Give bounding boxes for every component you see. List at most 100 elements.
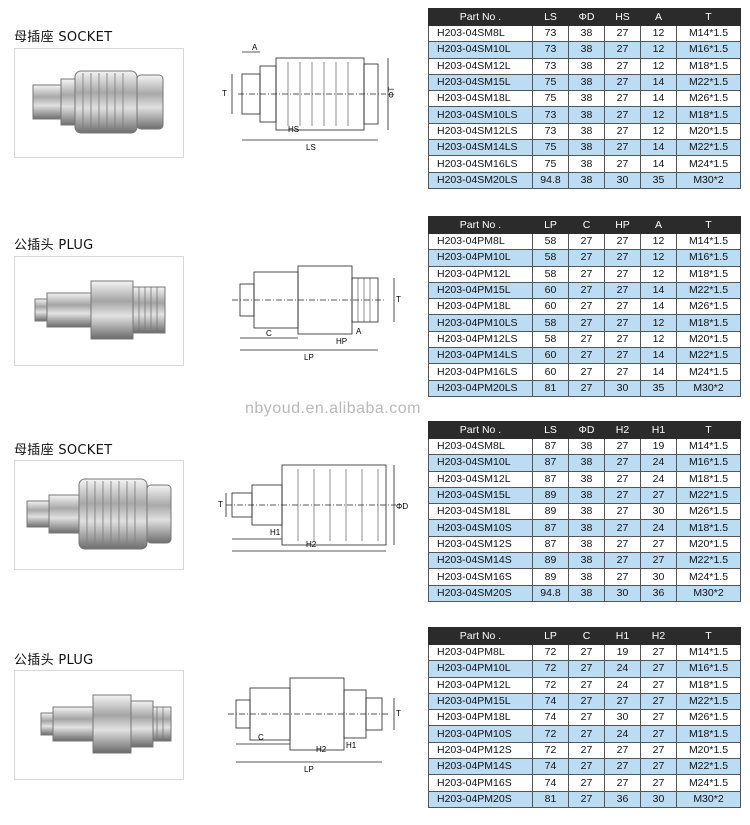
value-cell: 89 <box>532 568 569 586</box>
part-number-cell: H203-04PM12L <box>428 265 533 283</box>
value-cell: M18*1.5 <box>676 106 741 124</box>
value-cell: 58 <box>532 314 569 332</box>
value-cell: 12 <box>640 232 677 251</box>
value-cell: 27 <box>604 281 641 300</box>
value-cell: 74 <box>532 758 569 776</box>
value-cell: 38 <box>568 122 605 141</box>
header-t: T <box>676 627 741 645</box>
value-cell: 87 <box>532 470 569 488</box>
value-cell: 12 <box>640 41 677 59</box>
part-number-cell: H203-04PM18L <box>428 709 533 727</box>
header-hs: HS <box>604 8 641 26</box>
value-cell: 14 <box>640 298 677 316</box>
value-cell: M18*1.5 <box>676 519 741 537</box>
value-cell: M22*1.5 <box>676 692 741 711</box>
value-cell: M20*1.5 <box>676 122 741 141</box>
value-cell: 27 <box>604 139 641 157</box>
value-cell: 27 <box>604 249 641 267</box>
header-part-no: Part No . <box>428 8 533 26</box>
value-cell: 27 <box>640 725 677 743</box>
part-number-cell: H203-04SM8L <box>428 437 533 456</box>
value-cell: 24 <box>640 470 677 488</box>
header-part-no: Part No . <box>428 216 533 234</box>
part-number-cell: H203-04SM12S <box>428 535 533 554</box>
value-cell: M22*1.5 <box>676 347 741 365</box>
value-cell: M18*1.5 <box>676 676 741 694</box>
socket-drawing: T H1 H2 ΦD <box>218 455 408 570</box>
value-cell: 72 <box>532 741 569 760</box>
value-cell: 14 <box>640 347 677 365</box>
value-cell: 24 <box>640 519 677 537</box>
part-number-cell: H203-04PM14LS <box>428 347 533 365</box>
socket-drawing: A T HS LS ΦT <box>218 43 408 159</box>
socket-photo <box>14 460 184 570</box>
value-cell: 58 <box>532 265 569 283</box>
value-cell: 27 <box>604 692 641 711</box>
value-cell: 75 <box>532 73 569 92</box>
part-number-cell: H203-04PM20LS <box>428 379 533 397</box>
header-h1: H1 <box>640 421 677 439</box>
dim-label-h1: H1 <box>270 528 281 537</box>
value-cell: 30 <box>604 171 641 189</box>
value-cell: 38 <box>568 171 605 189</box>
header-lp: LP <box>532 216 569 234</box>
value-cell: 36 <box>604 790 641 808</box>
value-cell: 75 <box>532 155 569 173</box>
header-t: T <box>676 8 741 26</box>
section-label: 公插头 PLUG <box>14 238 94 253</box>
value-cell: M14*1.5 <box>676 437 741 456</box>
value-cell: M22*1.5 <box>676 552 741 570</box>
value-cell: 27 <box>640 774 677 792</box>
value-cell: 87 <box>532 437 569 456</box>
table-header: Part No . LP C HP A T <box>428 216 741 234</box>
value-cell: 30 <box>640 790 677 808</box>
value-cell: 60 <box>532 363 569 381</box>
header-t: T <box>676 216 741 234</box>
plug-drawing: T C LP HP A <box>218 250 408 365</box>
value-cell: 12 <box>640 265 677 283</box>
value-cell: M26*1.5 <box>676 298 741 316</box>
value-cell: 27 <box>640 709 677 727</box>
header-c: C <box>568 216 605 234</box>
value-cell: 89 <box>532 503 569 521</box>
value-cell: 73 <box>532 24 569 43</box>
value-cell: 27 <box>640 660 677 678</box>
value-cell: 19 <box>604 643 641 662</box>
part-number-cell: H203-04SM10S <box>428 519 533 537</box>
section-label: 公插头 PLUG <box>14 653 94 668</box>
header-a: A <box>640 216 677 234</box>
value-cell: 38 <box>568 535 605 554</box>
plug-photo <box>14 670 184 780</box>
header-part-no: Part No . <box>428 627 533 645</box>
value-cell: M20*1.5 <box>676 741 741 760</box>
value-cell: 27 <box>604 265 641 283</box>
value-cell: M14*1.5 <box>676 24 741 43</box>
value-cell: 89 <box>532 486 569 505</box>
table-header: Part No . LS ΦD HS A T <box>428 8 741 26</box>
value-cell: 27 <box>568 660 605 678</box>
value-cell: M24*1.5 <box>676 155 741 173</box>
part-number-cell: H203-04PM12S <box>428 741 533 760</box>
plug-photo <box>14 256 184 366</box>
part-number-cell: H203-04SM18L <box>428 90 533 108</box>
value-cell: 14 <box>640 155 677 173</box>
value-cell: 27 <box>568 379 605 397</box>
value-cell: 27 <box>604 73 641 92</box>
value-cell: 27 <box>604 741 641 760</box>
value-cell: 12 <box>640 314 677 332</box>
